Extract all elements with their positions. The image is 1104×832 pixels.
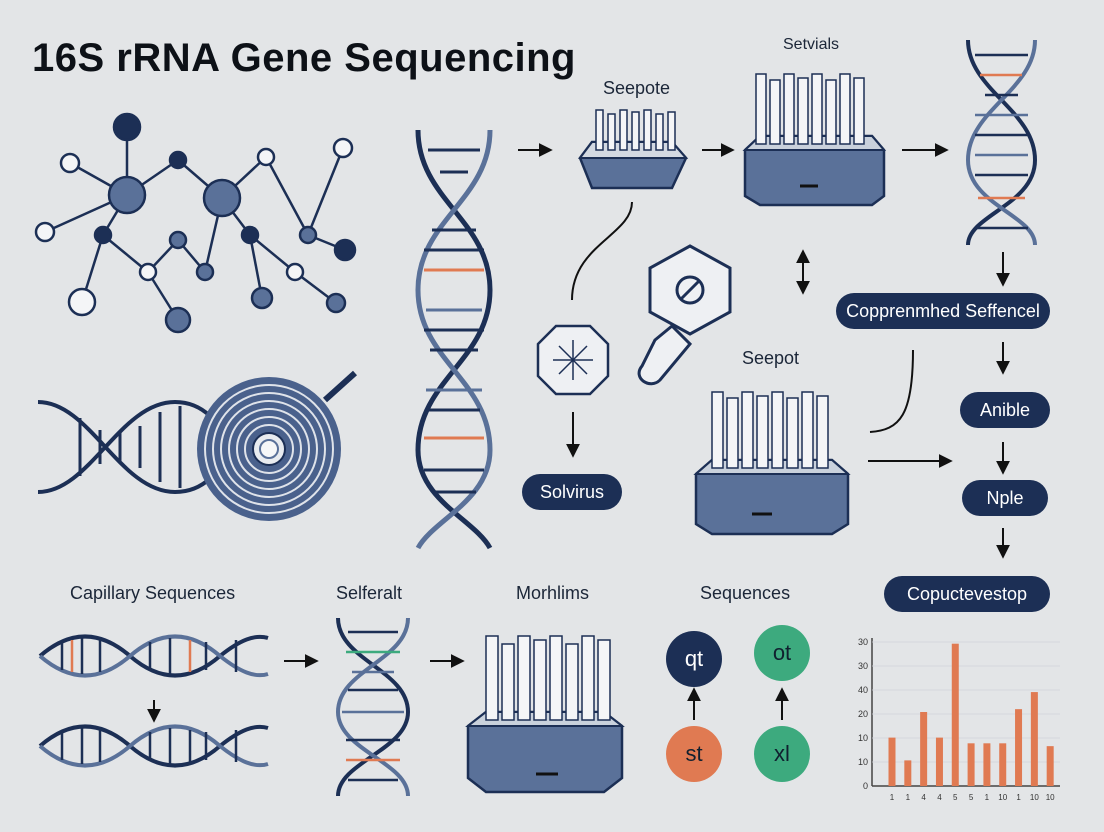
circle-st: st <box>666 726 722 782</box>
chart-x-tick-label: 5 <box>969 793 974 802</box>
chart-y-tick-label: 40 <box>858 685 868 695</box>
chart-bar <box>967 743 975 786</box>
pill-copuctevestop: Copuctevestop <box>884 576 1050 612</box>
bottom-flow-arrows <box>147 654 789 723</box>
label-morhlims: Morhlims <box>516 583 590 603</box>
capillary-dna-strands <box>38 634 269 768</box>
sequencer-top-right <box>742 73 887 207</box>
chart-bar <box>951 643 959 786</box>
chart-x-tick-label: 10 <box>998 793 1007 802</box>
dna-top-right <box>965 39 1038 246</box>
chart-bar <box>888 737 896 786</box>
pill-anible: Anible <box>960 392 1050 428</box>
circle-ot: ot <box>754 625 810 681</box>
center-dna-helix <box>415 129 493 550</box>
chart-bar <box>999 743 1007 786</box>
molecule-nodes <box>34 112 357 334</box>
chart-x-tick-label: 4 <box>937 793 942 802</box>
sequencer-bottom <box>465 635 625 794</box>
sequencer-small <box>578 109 689 190</box>
chart-y-tick-label: 10 <box>858 757 868 767</box>
chart-bar <box>1046 746 1054 786</box>
dna-spiral <box>37 370 358 521</box>
bar-chart: 0 10 10 20 40 30 30 1 1 4 4 5 5 1 10 1 10 10 <box>858 637 1060 802</box>
circle-qt: qt <box>666 631 722 687</box>
chart-bar <box>920 712 928 786</box>
chart-bar <box>1015 709 1023 786</box>
pill-solvirus: Solvirus <box>522 474 622 510</box>
hexagon-magnifier <box>637 244 732 386</box>
pill-nple: Nple <box>962 480 1048 516</box>
label-capillary-sequences: Capillary Sequences <box>70 583 236 603</box>
chart-y-tick-label: 10 <box>858 733 868 743</box>
page-title: 16S rRNA Gene Sequencing <box>32 36 576 80</box>
sequencer-middle <box>693 391 851 536</box>
chart-y-tick-label: 30 <box>858 637 868 647</box>
label-sequences: Sequences <box>700 583 791 603</box>
label-seepot: Seepot <box>742 348 800 368</box>
pill-copprenmhed-seffencel: Copprenmhed Seffencel <box>836 293 1050 329</box>
chart-x-tick-label: 1 <box>985 793 990 802</box>
chart-x-tick-label: 10 <box>1030 793 1039 802</box>
chart-x-tick-label: 1 <box>906 793 911 802</box>
circle-xl: xl <box>754 726 810 782</box>
chart-x-tick-label: 1 <box>1016 793 1021 802</box>
chart-x-tick-label: 4 <box>921 793 926 802</box>
chart-y-tick-label: 0 <box>863 781 868 791</box>
chart-y-tick-label: 30 <box>858 661 868 671</box>
chart-bar <box>935 737 943 786</box>
chart-x-tick-label: 5 <box>953 793 958 802</box>
top-flow-arrows <box>518 143 1010 559</box>
chart-bar <box>904 760 912 786</box>
label-selferalt: Selferalt <box>336 583 403 603</box>
dna-bottom-selferalt <box>335 617 411 797</box>
chart-bar <box>1030 692 1038 786</box>
chart-x-tick-label: 10 <box>1046 793 1055 802</box>
chart-x-tick-label: 1 <box>890 793 895 802</box>
label-setvials: Setvials <box>783 36 840 53</box>
chart-y-tick-label: 20 <box>858 709 868 719</box>
chart-bar <box>983 743 991 786</box>
octagon-dispersal <box>536 324 610 396</box>
label-seepote: Seepote <box>603 78 671 98</box>
